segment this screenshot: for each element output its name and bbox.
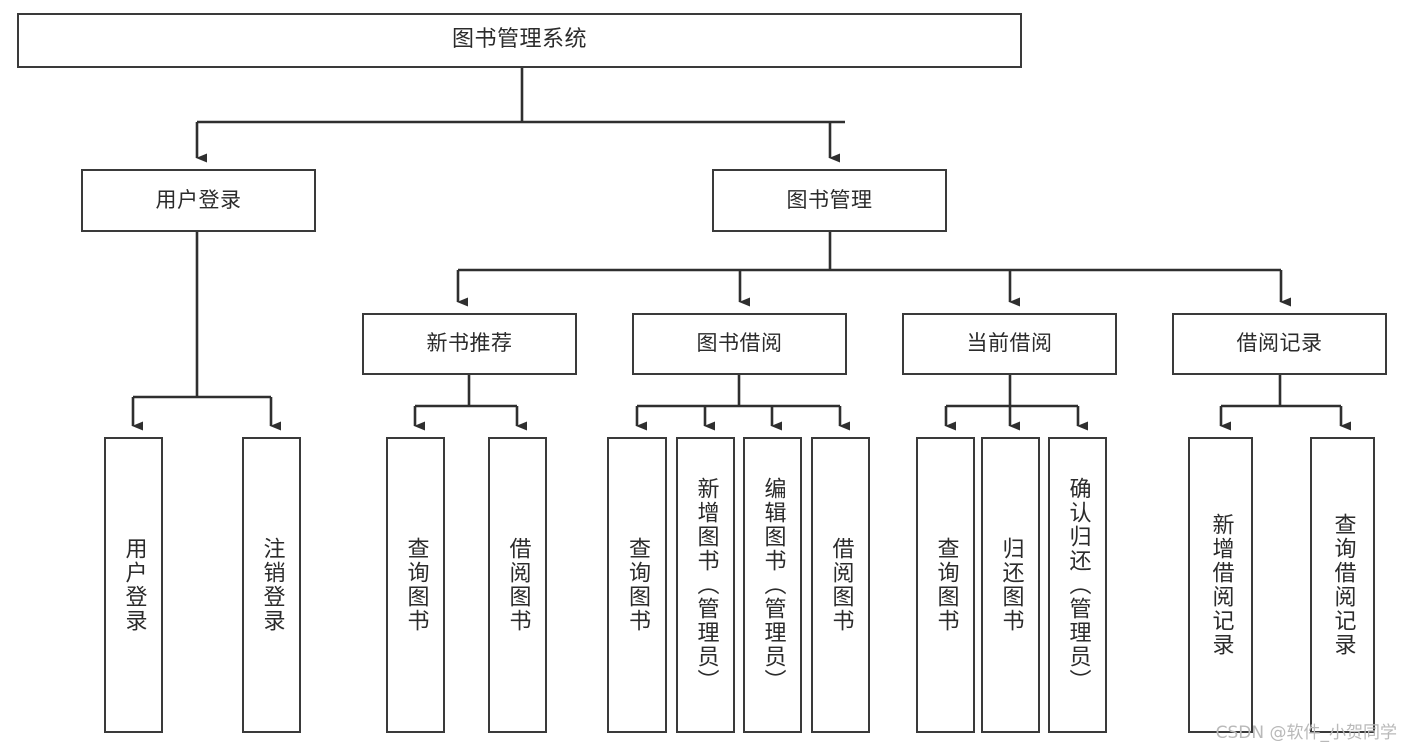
node-label: 借阅记录 — [1236, 331, 1323, 356]
node-label: 借阅图书 — [505, 537, 531, 633]
node-label: 新增借阅记录 — [1208, 513, 1234, 657]
node-leaf-add-borrow-record[interactable]: 新增借阅记录 — [1188, 437, 1253, 733]
node-label: 查询图书 — [403, 537, 429, 633]
node-label: 借阅图书 — [828, 537, 854, 633]
node-book-borrow[interactable]: 图书借阅 — [632, 313, 847, 375]
node-leaf-query-book-borrow[interactable]: 查询图书 — [607, 437, 667, 733]
node-label: 图书借阅 — [696, 331, 783, 356]
node-leaf-query-borrow-record[interactable]: 查询借阅记录 — [1310, 437, 1375, 733]
node-leaf-user-login[interactable]: 用户登录 — [104, 437, 163, 733]
node-label: 新增图书（管理员） — [693, 477, 719, 693]
node-label: 归还图书 — [998, 537, 1024, 633]
node-label: 查询图书 — [933, 537, 959, 633]
node-label: 图书管理 — [786, 187, 873, 212]
node-current-borrow[interactable]: 当前借阅 — [902, 313, 1117, 375]
node-label: 确认归还（管理员） — [1065, 477, 1091, 693]
node-leaf-borrow-book-recommend[interactable]: 借阅图书 — [488, 437, 547, 733]
node-label: 注销登录 — [259, 537, 285, 633]
node-leaf-add-book-admin[interactable]: 新增图书（管理员） — [676, 437, 735, 733]
node-leaf-query-book-recommend[interactable]: 查询图书 — [386, 437, 445, 733]
node-label: 查询图书 — [625, 537, 650, 633]
node-label: 新书推荐 — [426, 331, 513, 356]
node-label: 用户登录 — [121, 537, 147, 633]
node-label: 编辑图书（管理员） — [760, 477, 786, 693]
node-new-book-recommend[interactable]: 新书推荐 — [362, 313, 577, 375]
node-leaf-edit-book-admin[interactable]: 编辑图书（管理员） — [743, 437, 802, 733]
node-leaf-query-book-current[interactable]: 查询图书 — [916, 437, 975, 733]
node-leaf-confirm-return-admin[interactable]: 确认归还（管理员） — [1048, 437, 1107, 733]
node-label: 用户登录 — [155, 187, 242, 212]
node-borrow-record[interactable]: 借阅记录 — [1172, 313, 1387, 375]
node-leaf-return-book[interactable]: 归还图书 — [981, 437, 1040, 733]
node-root-library-system[interactable]: 图书管理系统 — [17, 13, 1022, 68]
node-user-login[interactable]: 用户登录 — [81, 169, 316, 232]
node-book-management[interactable]: 图书管理 — [712, 169, 947, 232]
node-label: 查询借阅记录 — [1330, 513, 1356, 657]
watermark: CSDN @软件_小贺同学 — [1215, 723, 1397, 743]
node-leaf-borrow-book[interactable]: 借阅图书 — [811, 437, 870, 733]
node-label: 当前借阅 — [966, 331, 1053, 356]
node-leaf-logout[interactable]: 注销登录 — [242, 437, 301, 733]
node-label: 图书管理系统 — [451, 27, 587, 53]
